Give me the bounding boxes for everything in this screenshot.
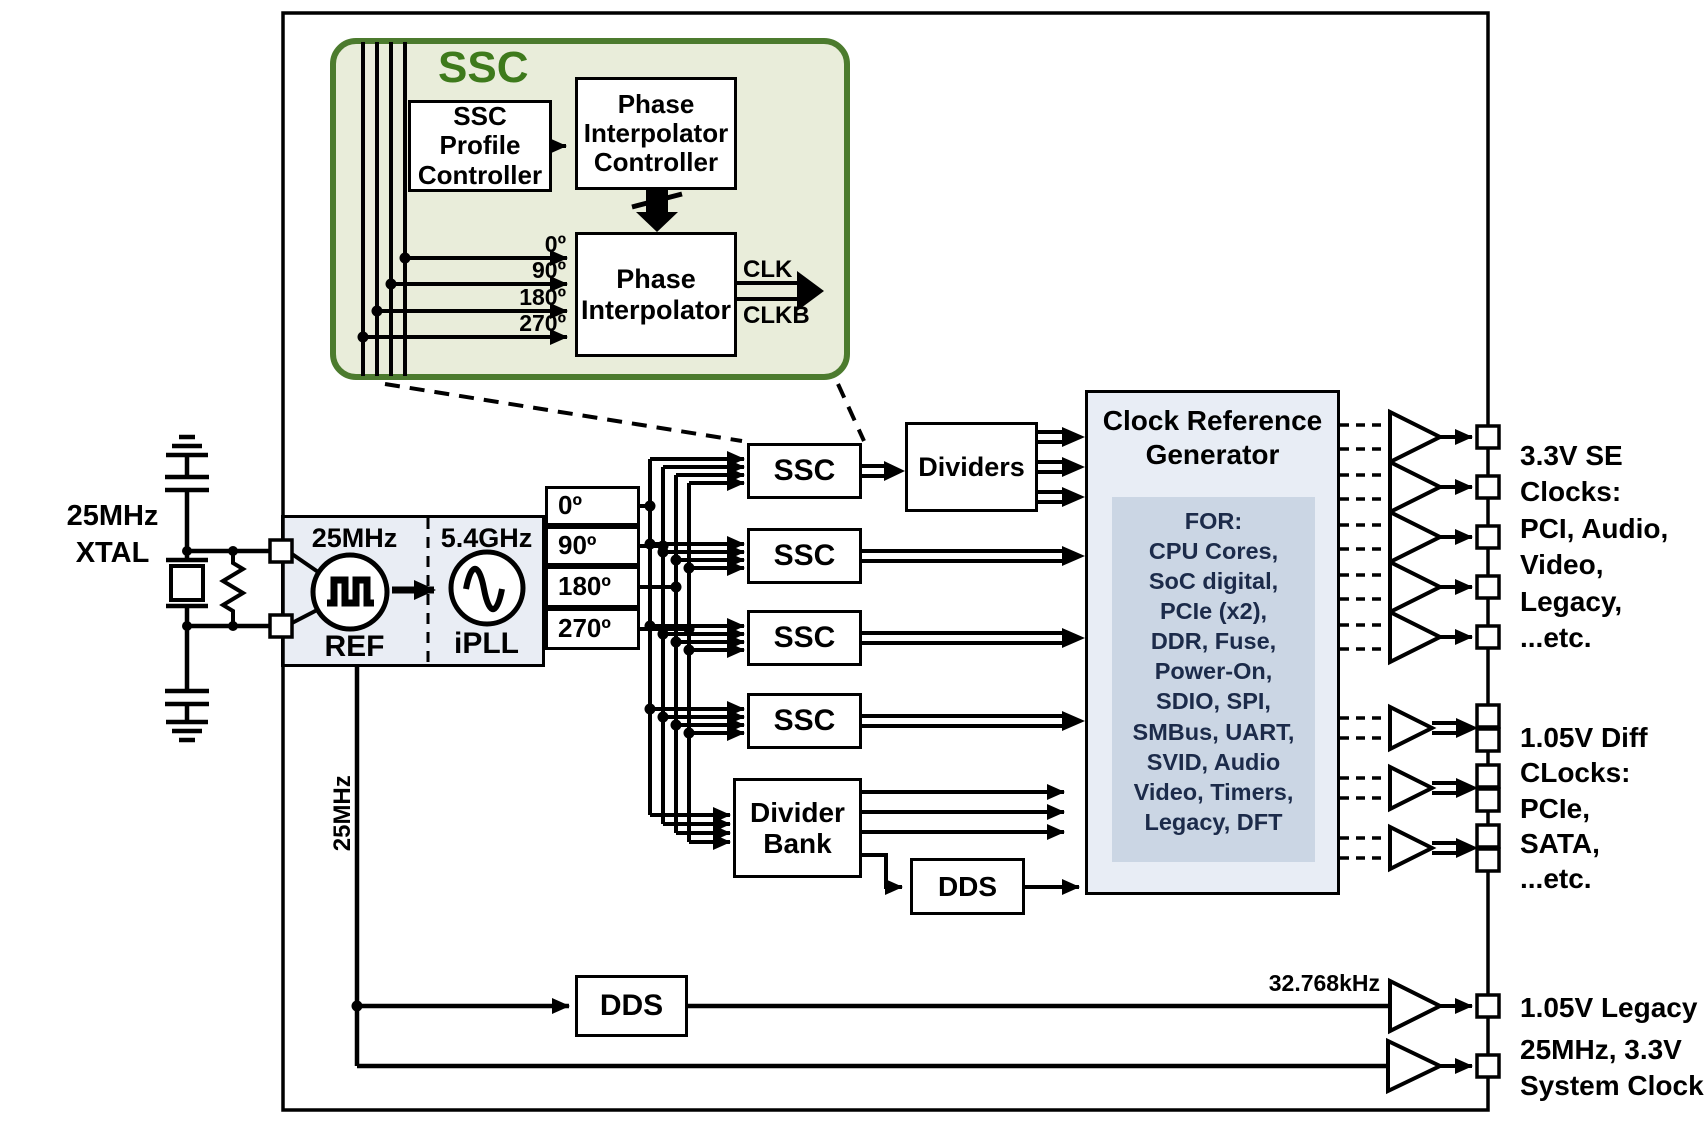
se-buffer-triangles: [1388, 408, 1445, 666]
crg-for-list: FOR: CPU Cores, SoC digital, PCIe (x2), …: [1132, 508, 1295, 835]
pll-freq-label: 5.4GHz: [440, 523, 533, 553]
double-arrowheads: [884, 427, 1085, 731]
ipll-label: iPLL: [454, 627, 519, 660]
inset-phase-270-label: 270º: [519, 310, 566, 336]
dds-32khz-wire-label: 32.768kHz: [1268, 970, 1380, 996]
square-wave-icon: [327, 576, 374, 607]
phase-bus: [637, 451, 745, 850]
phase-interpolator-controller-box: Phase Interpolator Controller: [575, 77, 737, 190]
inset-phase-90-label: 90º: [532, 257, 566, 283]
sine-wave-icon: [463, 565, 505, 613]
dds-tap-dot: [351, 1000, 363, 1012]
ssc-block-1: SSC: [747, 443, 862, 499]
xtal-pad-bottom: [268, 613, 294, 639]
crg-for-panel: [1112, 497, 1315, 862]
phase-tap-90-box: 90º: [545, 526, 640, 566]
ref-25mhz-wire-label: 25MHz: [328, 775, 356, 852]
phase-tap-270-box: 270º: [545, 608, 640, 650]
crg-title: Clock Reference Generator: [1102, 405, 1323, 470]
pll-vco-icon: [448, 549, 526, 627]
system-clock-label: 25MHz, 3.3V System Clock: [1520, 1034, 1704, 1102]
xtal-pad-top: [268, 538, 294, 564]
inset-title: SSC: [438, 43, 529, 92]
ref-oscillator-icon: [310, 552, 390, 632]
clk-band-arrow: [737, 281, 799, 301]
dds-upper-box: DDS: [910, 858, 1025, 915]
clk-label: CLK: [743, 256, 793, 283]
diff-output-arrowheads: [1456, 718, 1478, 858]
ssc-block-4: SSC: [747, 693, 862, 749]
inset-junction-dots: [357, 252, 411, 343]
xtal-junction-dots: [182, 546, 238, 631]
diff-clocks-label: 1.05V Diff CLocks: PCIe, SATA, ...etc.: [1520, 722, 1648, 895]
diff-buffer-triangles: [1388, 703, 1437, 873]
ref-freq-label: 25MHz: [311, 523, 398, 553]
output-pads: [1475, 424, 1501, 1079]
xtal-label: 25MHz XTAL: [66, 500, 159, 569]
dividers-box: Dividers: [905, 422, 1038, 512]
ssc-profile-controller-box: SSC Profile Controller: [408, 100, 552, 192]
divider-bank-box: Divider Bank: [733, 778, 862, 878]
se-clocks-label: 3.3V SE Clocks: PCI, Audio, Video, Legac…: [1520, 440, 1669, 653]
ssc-block-3: SSC: [747, 610, 862, 666]
bus-slash: [631, 191, 683, 210]
phase-interpolator-box: Phase Interpolator: [575, 232, 737, 357]
block-output-wires: [862, 430, 1080, 895]
pic-to-pi-arrow: [636, 190, 678, 232]
legacy-clock-label: 1.05V Legacy: [1520, 992, 1698, 1023]
dds-lower-box: DDS: [575, 975, 688, 1037]
ref-label: REF: [324, 630, 385, 663]
inset-phase-180-label: 180º: [519, 284, 566, 310]
se-buffer-outputs: [1440, 429, 1473, 645]
inset-phase-bus: [361, 42, 568, 376]
phase-bus-dots: [644, 500, 695, 739]
ssc-block-2: SSC: [747, 528, 862, 584]
ref-25mhz-route: [354, 667, 1390, 1069]
callout-dashes: [384, 382, 866, 443]
clk-band-arrowhead: [797, 271, 824, 311]
crg-buffer-dashes: [1340, 423, 1389, 860]
inset-phase-0-label: 0º: [544, 231, 566, 257]
phase-tap-180-box: 180º: [545, 566, 640, 608]
clkb-label: CLKB: [743, 302, 810, 329]
phase-tap-0-box: 0º: [545, 486, 640, 526]
bottom-buffer-outputs: [1440, 998, 1473, 1074]
xtal-network: [165, 434, 270, 743]
bottom-buffer-triangles: [1386, 977, 1445, 1095]
